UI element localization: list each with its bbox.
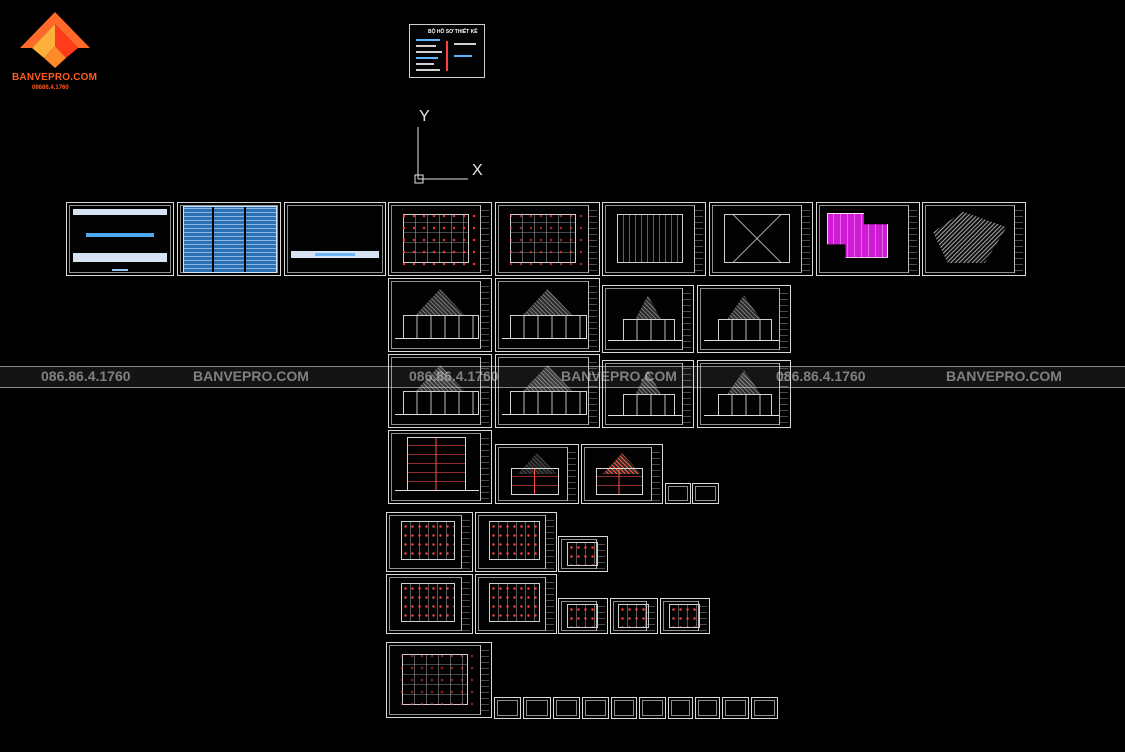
index-line	[454, 43, 476, 45]
drawing-sheet-detail-5[interactable]	[475, 574, 557, 634]
drawing-sheet-floor-plan-2[interactable]	[495, 202, 600, 276]
drawing-sheet-detail-8[interactable]	[660, 598, 710, 634]
drawing-sheet-floor-plan-1[interactable]	[388, 202, 492, 276]
brand-name: BANVEPRO.COM	[12, 72, 98, 83]
drawing-sheet-small-1[interactable]	[494, 697, 521, 719]
drawing-sheet-elevation-front[interactable]	[388, 278, 492, 352]
house-roof-logo-icon	[20, 12, 90, 68]
drawing-sheet-elevation-left[interactable]	[602, 285, 694, 353]
index-line	[454, 55, 472, 57]
ucs-axes	[414, 127, 468, 184]
drawing-sheet-small-8[interactable]	[695, 697, 720, 719]
watermark-band	[0, 366, 1125, 388]
watermark-phone: 086.86.4.1760	[409, 368, 499, 384]
drawing-index-title: BỘ HỒ SƠ THIẾT KẾ	[428, 29, 478, 35]
drawing-sheet-cover[interactable]	[66, 202, 174, 276]
drawing-sheet-small-4[interactable]	[582, 697, 609, 719]
drawing-sheet-notes[interactable]	[284, 202, 386, 276]
ucs-y-label: Y	[419, 108, 430, 125]
drawing-sheet-detail-3[interactable]	[558, 536, 608, 572]
drawing-sheet-elevation-right[interactable]	[697, 285, 791, 353]
drawing-sheet-furniture-plan[interactable]	[602, 202, 706, 276]
drawing-sheet-small-5[interactable]	[611, 697, 637, 719]
drawing-sheet-detail-4[interactable]	[386, 574, 473, 634]
drawing-sheet-small-6[interactable]	[639, 697, 666, 719]
drawing-sheet-index-table[interactable]	[177, 202, 281, 276]
drawing-sheet-small-9[interactable]	[722, 697, 749, 719]
index-line	[446, 41, 448, 71]
drawing-sheet-roof-tiles[interactable]	[922, 202, 1026, 276]
drawing-sheet-small-3[interactable]	[553, 697, 580, 719]
watermark-phone: 086.86.4.1760	[41, 368, 131, 384]
drawing-sheet-roof-plan[interactable]	[709, 202, 813, 276]
index-line	[416, 45, 436, 47]
watermark-phone: 086.86.4.1760	[776, 368, 866, 384]
drawing-sheet-small-2[interactable]	[523, 697, 551, 719]
index-line	[416, 57, 438, 59]
watermark-site: BANVEPRO.COM	[946, 368, 1062, 384]
watermark-site: BANVEPRO.COM	[193, 368, 309, 384]
drawing-sheet-small-10[interactable]	[751, 697, 778, 719]
brand-logo: BANVEPRO.COM 08686.4.1760	[10, 10, 110, 100]
drawing-sheet-section-3[interactable]	[581, 444, 663, 504]
drawing-sheet-elevation-left-dimensioned[interactable]	[602, 360, 694, 428]
drawing-sheet-section-detail-b[interactable]	[692, 483, 719, 504]
drawing-sheet-section-detail-a[interactable]	[665, 483, 691, 504]
ucs-x-label: X	[472, 162, 483, 179]
drawing-sheet-site-plan[interactable]	[386, 642, 492, 718]
index-line	[416, 51, 442, 53]
drawing-sheet-detail-6[interactable]	[558, 598, 608, 634]
drawing-sheet-section-1[interactable]	[388, 430, 492, 504]
drawing-sheet-section-2[interactable]	[495, 444, 579, 504]
drawing-sheet-detail-2[interactable]	[475, 512, 557, 572]
index-line	[416, 63, 434, 65]
drawing-sheet-elevation-rear[interactable]	[495, 278, 600, 352]
index-line	[416, 39, 440, 41]
drawing-sheet-detail-1[interactable]	[386, 512, 473, 572]
brand-phone: 08686.4.1760	[32, 85, 69, 91]
drawing-sheet-small-7[interactable]	[668, 697, 693, 719]
drawing-sheet-ceiling-plan[interactable]	[816, 202, 920, 276]
watermark-site: BANVEPRO.COM	[561, 368, 677, 384]
drawing-sheet-elevation-right-dimensioned[interactable]	[697, 360, 791, 428]
drawing-sheet-detail-7[interactable]	[610, 598, 658, 634]
drawing-index-sheet[interactable]: BỘ HỒ SƠ THIẾT KẾ	[409, 24, 485, 78]
index-line	[416, 69, 440, 71]
